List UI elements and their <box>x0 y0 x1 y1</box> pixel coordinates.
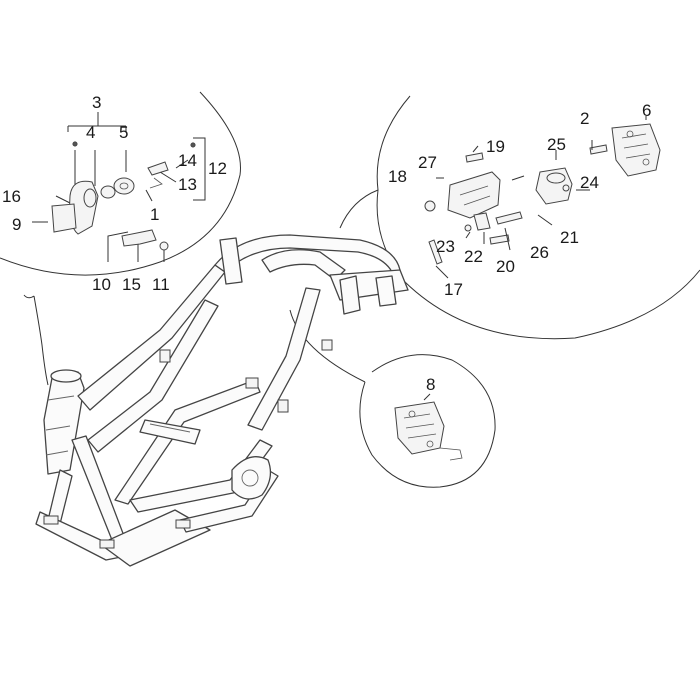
callout-labels: 3 4 5 14 12 13 16 1 9 10 15 11 2 6 25 19… <box>2 93 651 394</box>
callout-9: 9 <box>12 215 21 234</box>
right-detail-bubble <box>339 95 700 340</box>
callout-5: 5 <box>119 123 128 142</box>
callout-27: 27 <box>418 153 437 172</box>
callout-17: 17 <box>444 280 463 299</box>
callout-25: 25 <box>547 135 566 154</box>
callout-11: 11 <box>152 275 170 294</box>
scooter-frame <box>35 234 409 567</box>
callout-8: 8 <box>426 375 435 394</box>
callout-24: 24 <box>580 173 599 192</box>
callout-10: 10 <box>92 275 111 294</box>
callout-4: 4 <box>86 123 95 142</box>
callout-20: 20 <box>496 257 515 276</box>
left-bubble-parts <box>32 112 206 262</box>
left-detail-bubble <box>0 91 241 386</box>
callout-15: 15 <box>122 275 141 294</box>
callout-13: 13 <box>178 175 197 194</box>
callout-2: 2 <box>580 109 589 128</box>
callout-14: 14 <box>178 151 197 170</box>
callout-12: 12 <box>208 159 227 178</box>
callout-18: 18 <box>388 167 407 186</box>
callout-16: 16 <box>2 187 21 206</box>
callout-26: 26 <box>530 243 549 262</box>
right-bubble-parts <box>424 116 661 279</box>
callout-3: 3 <box>92 93 101 112</box>
callout-23: 23 <box>436 237 455 256</box>
callout-6: 6 <box>642 101 651 120</box>
callout-1: 1 <box>150 205 159 224</box>
callout-21: 21 <box>560 228 579 247</box>
callout-22: 22 <box>464 247 483 266</box>
callout-19: 19 <box>486 137 505 156</box>
bottom-detail-bubble <box>289 309 496 488</box>
bottom-bubble-part <box>394 393 463 461</box>
